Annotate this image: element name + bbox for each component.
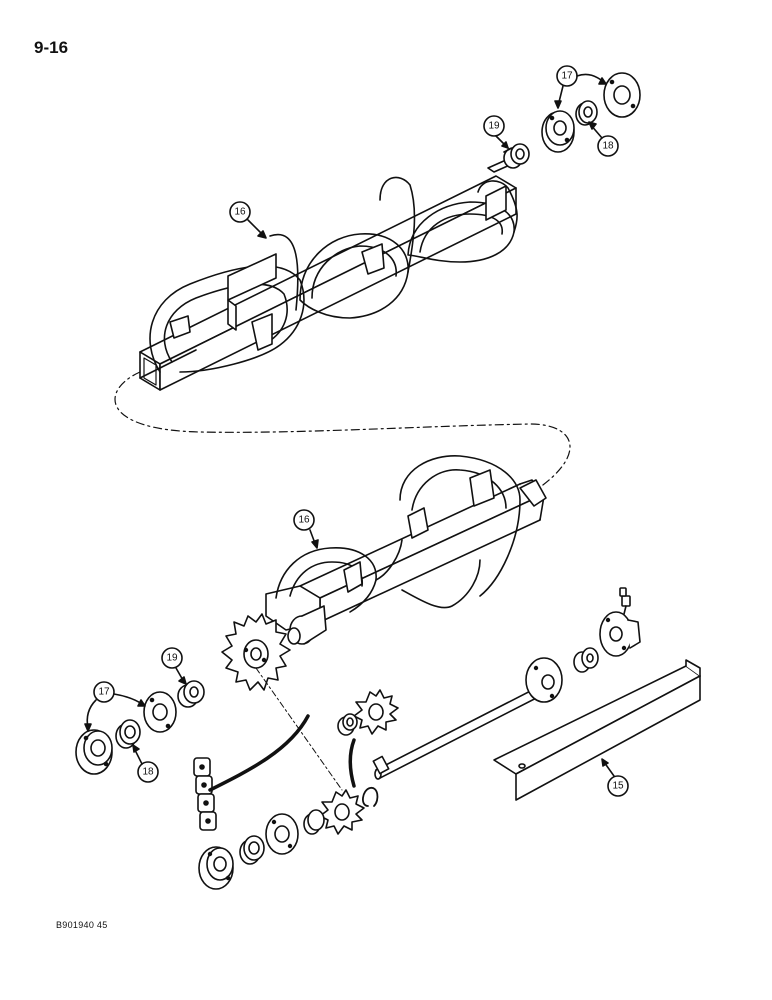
drive-flange-inner: [265, 813, 299, 855]
lower-auger-flighting: [275, 455, 521, 613]
callout-15: [601, 758, 629, 797]
grease-fitting: [619, 587, 631, 615]
lower-auger-gussets: [343, 469, 547, 593]
callout-17-upper: [554, 65, 607, 109]
idler-spacer: [337, 713, 358, 736]
callout-19-upper: [483, 115, 509, 149]
lower-flange-outer-17: [75, 729, 113, 775]
auger-continuation-line: [114, 371, 571, 501]
callout-label-17-upper: 17: [561, 71, 573, 82]
callout-label-16-lower: 16: [298, 515, 310, 526]
callout-label-15: 15: [612, 781, 624, 792]
drawing-reference-code: B901940 45: [56, 920, 108, 930]
shaft-flange-plate: [525, 657, 563, 703]
page-number: 9-16: [34, 38, 69, 57]
small-sprocket-upper: [353, 689, 399, 735]
callout-label-16-upper: 16: [234, 207, 246, 218]
drive-chain: [193, 757, 217, 831]
large-sprocket: [221, 613, 291, 691]
upper-flange-inner-17: [541, 110, 575, 153]
small-sprocket-lower: [319, 789, 365, 835]
chain-routing-line: [208, 714, 310, 792]
callout-18-upper: [588, 121, 619, 157]
upper-auger-gussets: [169, 185, 507, 351]
callout-19-lower: [161, 647, 187, 685]
snap-ring: [362, 787, 379, 807]
callout-label-17-lower: 17: [98, 687, 110, 698]
right-bearing-flange: [599, 611, 641, 657]
drive-bearing: [239, 835, 265, 865]
right-bushing: [573, 647, 599, 673]
lower-collar-19: [177, 680, 205, 708]
drive-flange-outer: [198, 846, 234, 890]
lower-bearing-parts: [75, 680, 205, 775]
callout-16-upper: [229, 201, 267, 239]
upper-auger: [114, 159, 571, 501]
angle-shield-15: [493, 659, 701, 801]
callout-label-19-lower: 19: [166, 653, 178, 664]
callout-16-lower: [293, 509, 319, 549]
callout-label-18-lower: 18: [142, 767, 154, 778]
callout-label-18-upper: 18: [602, 141, 614, 152]
lower-auger: [265, 455, 547, 645]
callout-18-lower: [132, 744, 159, 783]
lower-bearing-18: [115, 719, 141, 749]
upper-collar-19: [503, 143, 530, 169]
upper-bearing-parts: [503, 72, 641, 169]
idler-routing-line: [348, 738, 356, 788]
callout-17-lower: [84, 681, 146, 732]
drive-shaft-spacer: [303, 809, 325, 835]
lower-flange-inner-17: [143, 691, 177, 733]
upper-bearing-18: [575, 100, 598, 126]
lower-auger-tube: [265, 479, 545, 645]
upper-flange-outer-17: [603, 72, 641, 118]
callout-label-19-upper: 19: [488, 121, 500, 132]
upper-auger-tube: [139, 175, 517, 391]
